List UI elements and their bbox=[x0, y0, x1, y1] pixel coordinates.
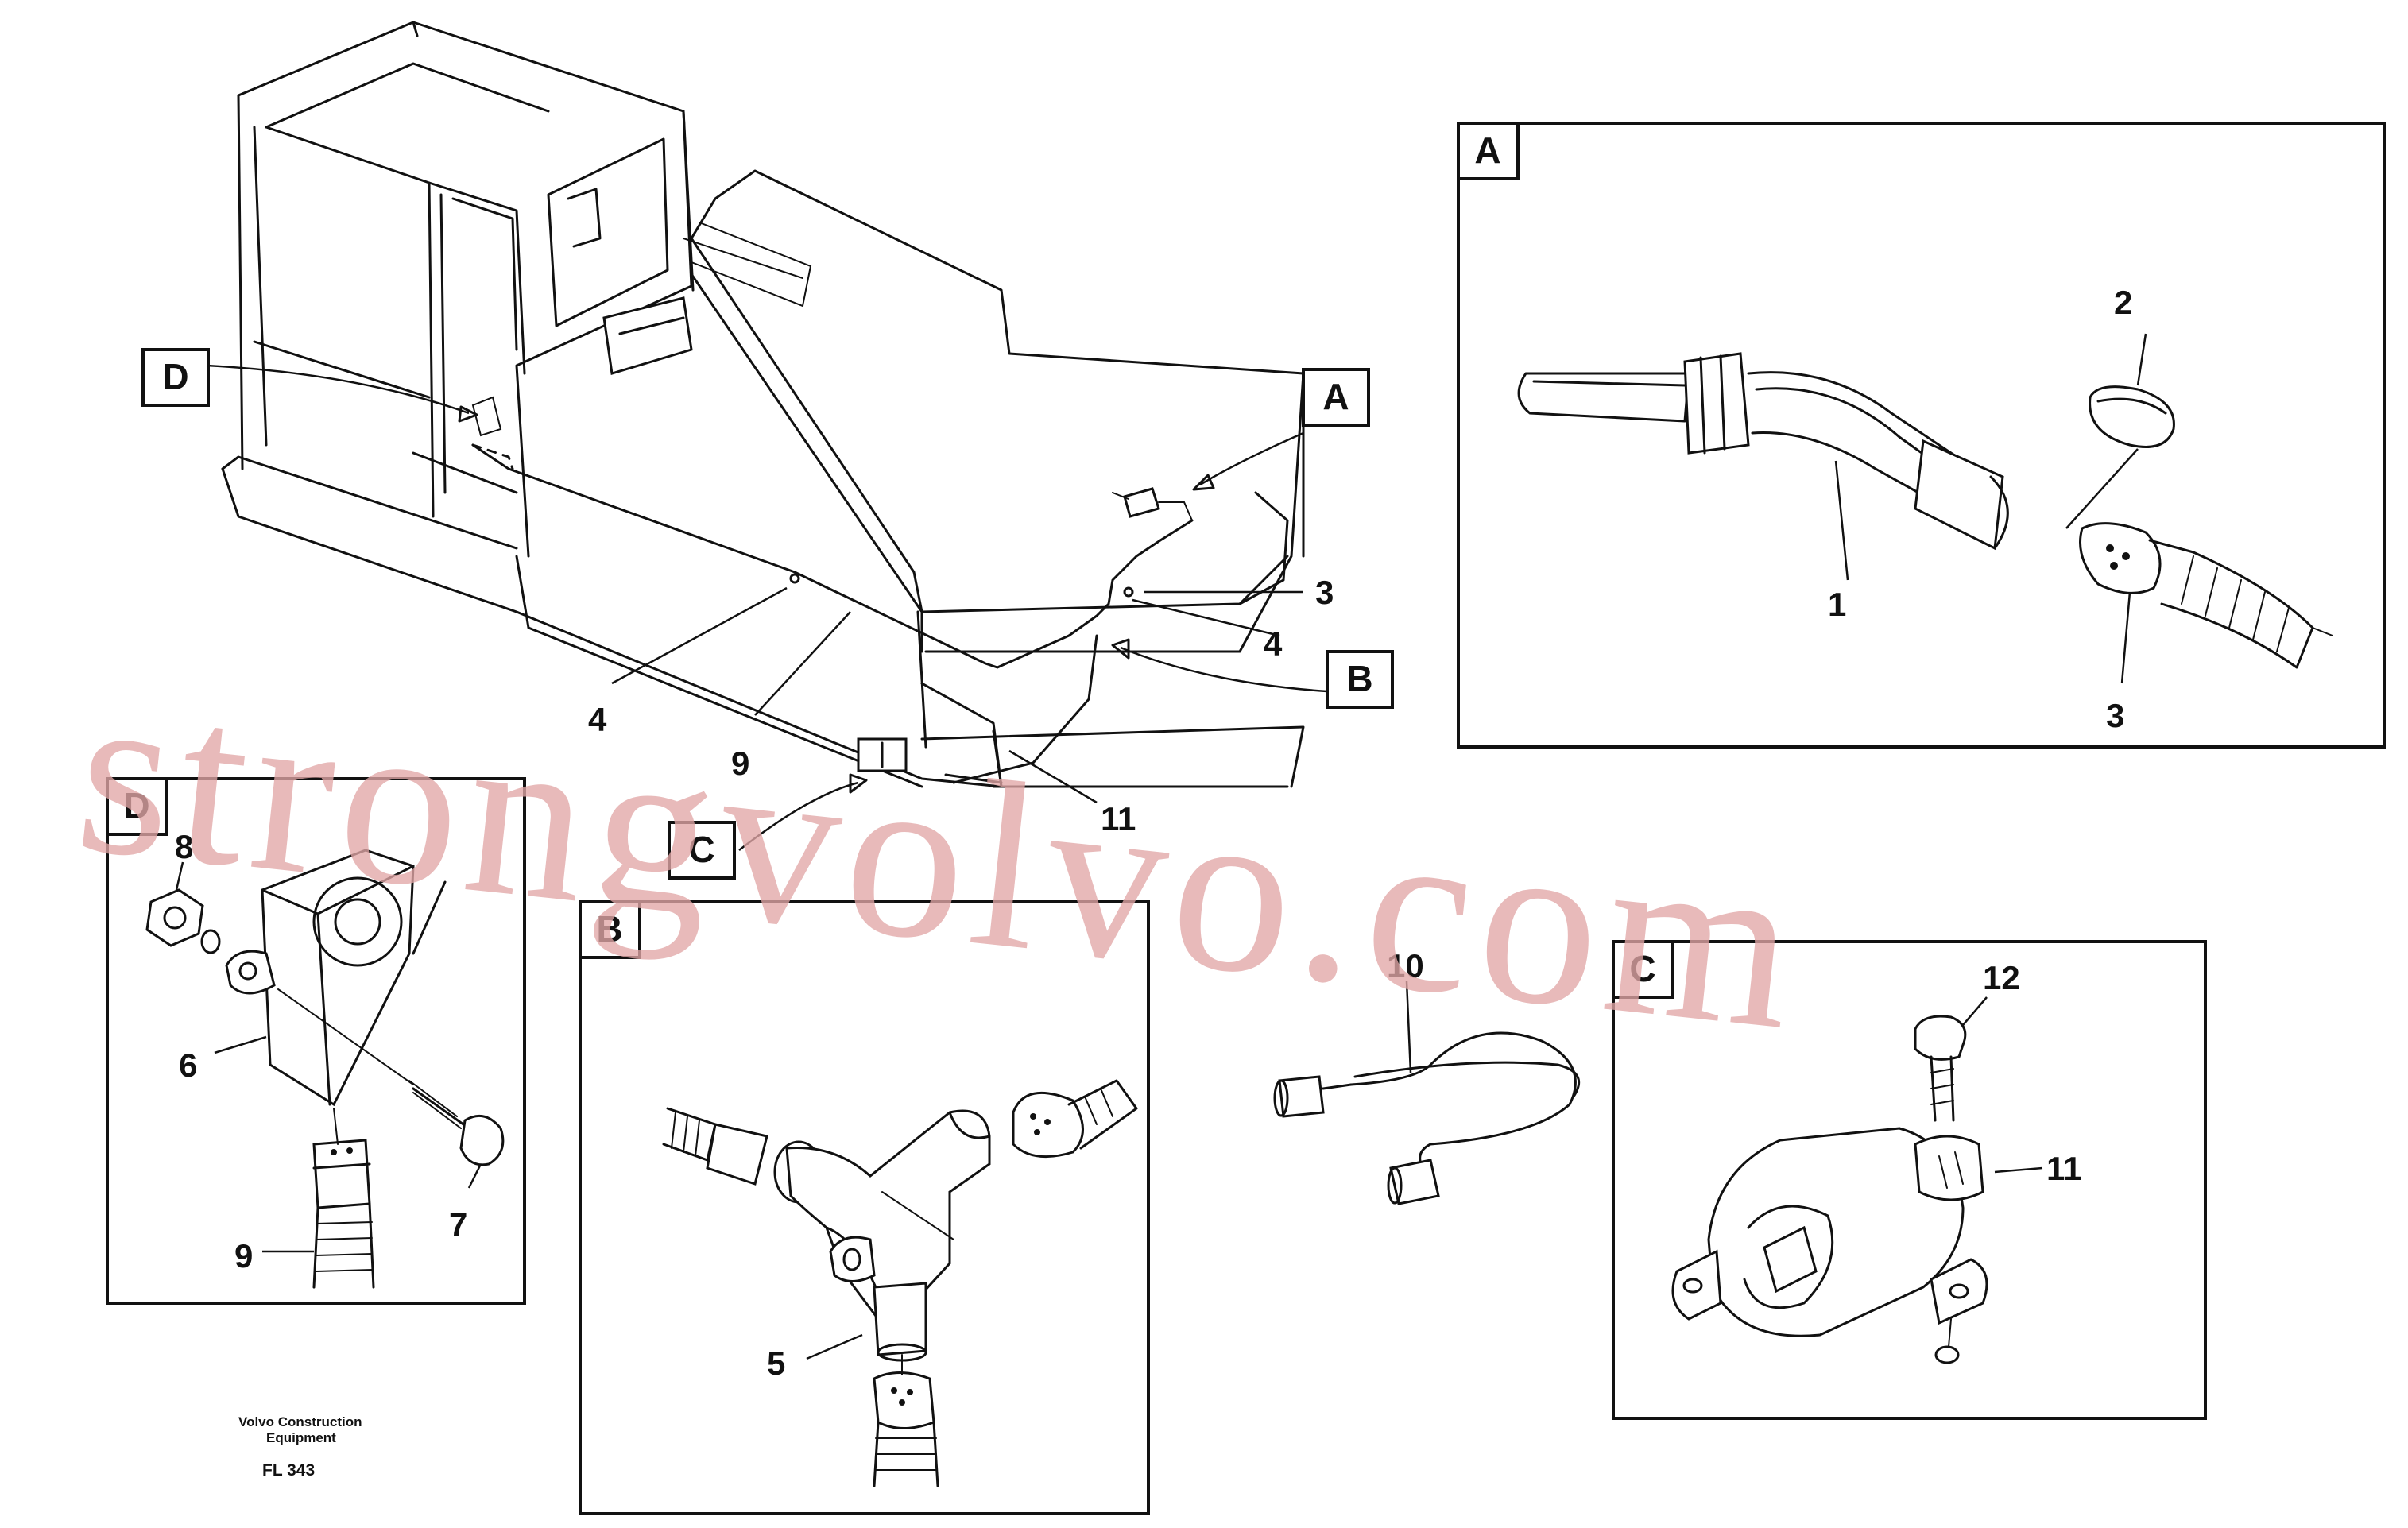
callout-1-panel-a: 1 bbox=[1828, 586, 1846, 623]
callout-12-panel-c: 12 bbox=[1983, 959, 2020, 996]
callout-10-cable: 10 bbox=[1387, 947, 1424, 984]
callout-11-panel-c: 11 bbox=[2046, 1150, 2081, 1187]
callout-5-panel-b: 5 bbox=[767, 1344, 785, 1382]
view-tag-b-main-text: B bbox=[1346, 658, 1372, 699]
view-tag-d-main[interactable]: D bbox=[141, 348, 210, 407]
callout-8-panel-d: 8 bbox=[175, 828, 193, 865]
view-tag-c-main-text: C bbox=[688, 829, 714, 870]
callout-3-main: 3 bbox=[1315, 574, 1334, 611]
company-line-2: Equipment bbox=[266, 1430, 336, 1445]
view-tag-d-main-text: D bbox=[162, 356, 188, 397]
panel-b-label: B bbox=[596, 908, 622, 950]
callout-6-panel-d: 6 bbox=[179, 1046, 197, 1084]
panel-b: B bbox=[579, 900, 1150, 1515]
company-line-1: Volvo Construction bbox=[238, 1414, 362, 1429]
panel-d-label: D bbox=[123, 785, 149, 826]
callout-4-main-right: 4 bbox=[1264, 625, 1283, 663]
machine-overview bbox=[206, 21, 1328, 851]
view-tag-c-main[interactable]: C bbox=[668, 821, 736, 880]
panel-a-label: A bbox=[1474, 130, 1500, 171]
panel-d: D bbox=[106, 777, 526, 1305]
view-tag-a-main[interactable]: A bbox=[1302, 368, 1370, 427]
callout-2-panel-a: 2 bbox=[2114, 284, 2132, 321]
panel-c-label: C bbox=[1629, 948, 1655, 989]
callout-11-main: 11 bbox=[1101, 800, 1136, 837]
view-tag-a-main-text: A bbox=[1322, 376, 1349, 417]
panel-a: A bbox=[1457, 122, 2386, 749]
callout-3-panel-a: 3 bbox=[2106, 697, 2124, 734]
cable-assembly-10 bbox=[1273, 981, 1581, 1205]
callout-4-main-left: 4 bbox=[588, 701, 607, 738]
figure-code: FL 343 bbox=[262, 1461, 315, 1480]
callout-9-main: 9 bbox=[731, 745, 749, 782]
view-tag-b-main[interactable]: B bbox=[1326, 650, 1394, 709]
callout-9-panel-d: 9 bbox=[234, 1237, 253, 1275]
panel-c: C bbox=[1612, 940, 2207, 1420]
callout-7-panel-d: 7 bbox=[449, 1205, 467, 1243]
